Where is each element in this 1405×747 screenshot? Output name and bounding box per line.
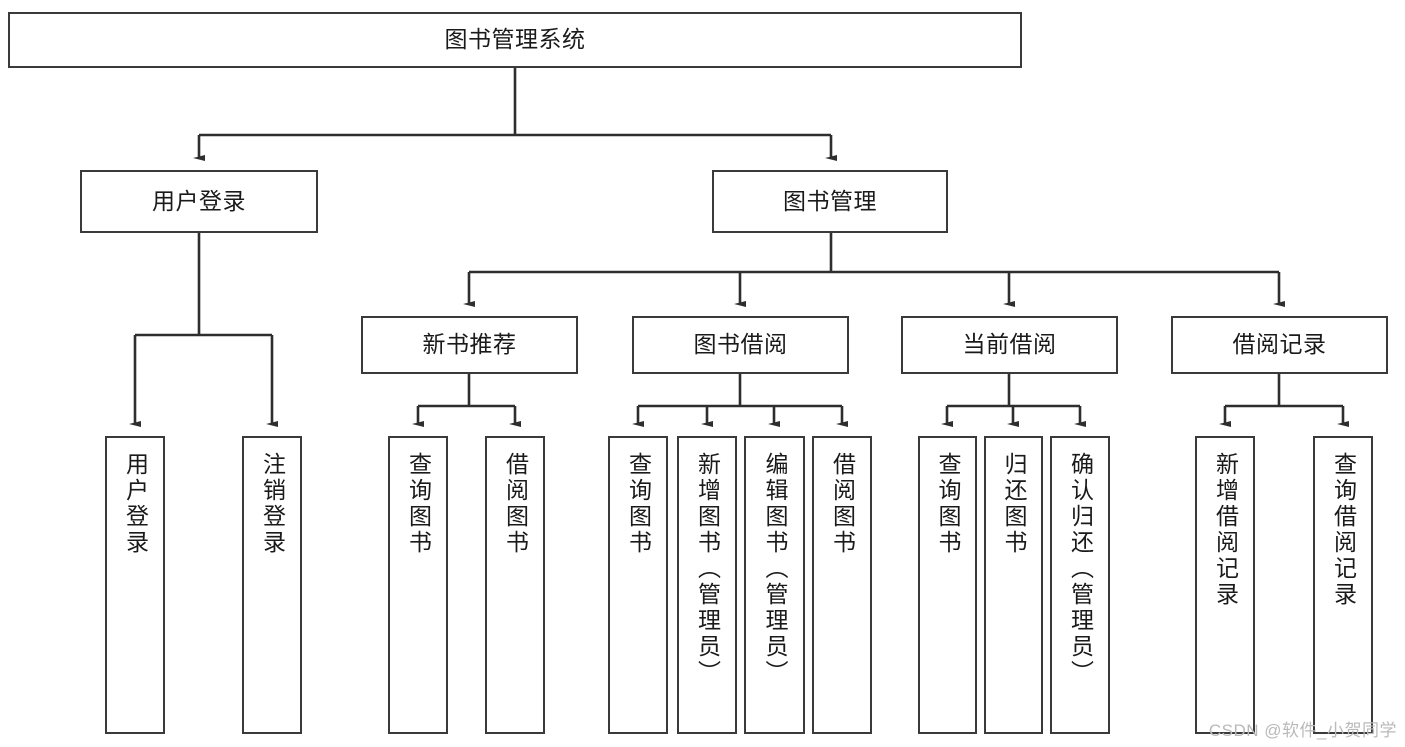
node-new-book-recommend[interactable]: 新书推荐 — [361, 316, 578, 374]
node-leaf-logout[interactable]: 注销登录 — [242, 436, 302, 734]
node-book-borrow[interactable]: 图书借阅 — [632, 316, 849, 374]
node-label-leaf-confirm-return: 确认归还（管理员） — [1067, 452, 1094, 686]
node-label-current-borrow: 当前借阅 — [962, 331, 1057, 358]
node-label-new-book-recommend: 新书推荐 — [422, 331, 517, 358]
node-label-user-login: 用户登录 — [152, 187, 246, 214]
node-label-leaf-user-login: 用户登录 — [122, 452, 149, 556]
node-label-leaf-query-book-1: 查询图书 — [405, 452, 432, 556]
node-leaf-borrow-book-2[interactable]: 借阅图书 — [812, 436, 872, 734]
node-leaf-return-book[interactable]: 归还图书 — [984, 436, 1043, 734]
node-root-system[interactable]: 图书管理系统 — [8, 12, 1022, 68]
node-leaf-add-record[interactable]: 新增借阅记录 — [1195, 436, 1255, 734]
node-label-leaf-borrow-book-2: 借阅图书 — [829, 452, 856, 556]
node-label-leaf-query-record: 查询借阅记录 — [1330, 452, 1357, 608]
node-leaf-query-book-1[interactable]: 查询图书 — [388, 436, 448, 734]
node-label-borrow-record: 借阅记录 — [1232, 331, 1327, 358]
node-leaf-edit-book[interactable]: 编辑图书（管理员） — [744, 436, 805, 734]
node-label-leaf-add-book: 新增图书（管理员） — [694, 452, 721, 686]
node-label-leaf-borrow-book-1: 借阅图书 — [502, 452, 529, 556]
node-label-root: 图书管理系统 — [444, 26, 586, 53]
node-label-leaf-logout: 注销登录 — [259, 452, 286, 556]
node-label-leaf-add-record: 新增借阅记录 — [1212, 452, 1239, 608]
node-book-manage[interactable]: 图书管理 — [712, 170, 948, 233]
node-label-leaf-query-book-2: 查询图书 — [625, 452, 652, 556]
node-leaf-query-record[interactable]: 查询借阅记录 — [1313, 436, 1373, 734]
node-current-borrow[interactable]: 当前借阅 — [901, 316, 1118, 374]
node-label-leaf-query-book-3: 查询图书 — [935, 452, 961, 556]
node-leaf-add-book[interactable]: 新增图书（管理员） — [677, 436, 737, 734]
node-leaf-query-book-2[interactable]: 查询图书 — [608, 436, 668, 734]
node-label-book-borrow: 图书借阅 — [693, 331, 788, 358]
node-label-leaf-return-book: 归还图书 — [1001, 452, 1027, 556]
node-leaf-user-login[interactable]: 用户登录 — [105, 436, 165, 734]
node-label-book-manage: 图书管理 — [783, 187, 877, 214]
node-leaf-confirm-return[interactable]: 确认归还（管理员） — [1050, 436, 1110, 734]
node-user-login[interactable]: 用户登录 — [80, 170, 318, 233]
node-leaf-borrow-book-1[interactable]: 借阅图书 — [485, 436, 545, 734]
node-leaf-query-book-3[interactable]: 查询图书 — [918, 436, 977, 734]
node-borrow-record[interactable]: 借阅记录 — [1171, 316, 1388, 374]
node-label-leaf-edit-book: 编辑图书（管理员） — [762, 452, 788, 686]
